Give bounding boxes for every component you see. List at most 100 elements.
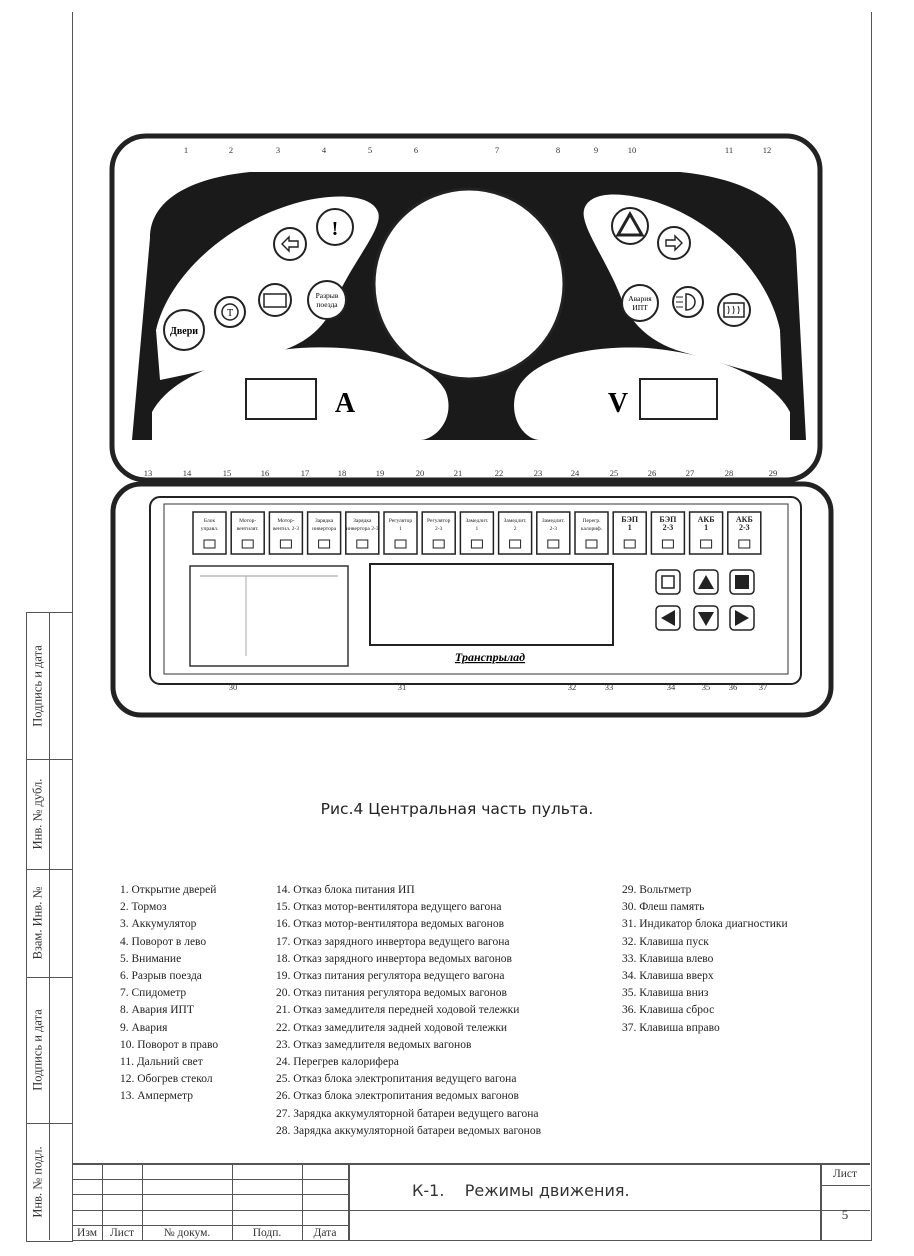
ipt-fault-label-2: ИПТ xyxy=(632,303,648,312)
legend-item: 1. Открытие дверей xyxy=(120,884,217,896)
indicator-label: БЭП xyxy=(659,515,677,524)
legend-item: 33. Клавиша влево xyxy=(622,952,714,965)
svg-text:T: T xyxy=(227,308,233,319)
legend-item: 29. Вольтметр xyxy=(622,884,692,896)
legend-item: 17. Отказ зарядного инвертора ведущего в… xyxy=(276,935,510,948)
train-break-label-2: поезда xyxy=(316,300,338,309)
callout-number: 34 xyxy=(667,682,676,692)
ammeter-display xyxy=(245,378,317,420)
voltmeter-label: V xyxy=(608,388,628,419)
reset-key[interactable] xyxy=(729,569,755,595)
callout-number: 26 xyxy=(648,468,657,478)
legend-item: 6. Разрыв поезда xyxy=(120,970,202,983)
callout-number: 14 xyxy=(183,468,192,478)
callout-number: 9 xyxy=(594,145,598,155)
doors-label: Двери xyxy=(170,326,198,337)
legend-item: 9. Авария xyxy=(120,1021,168,1034)
indicator-label: 1 xyxy=(704,523,708,532)
indicator-label: Перегр. xyxy=(583,518,602,524)
indicator-label: 2-3 xyxy=(550,526,558,532)
ipt-fault-label-1: Авария xyxy=(628,294,652,303)
start-key[interactable] xyxy=(655,569,681,595)
up-key[interactable] xyxy=(693,569,719,595)
fault-indicator: Перегр.калориф. xyxy=(574,511,609,555)
attention-icon: ! xyxy=(316,208,354,246)
callout-number: 32 xyxy=(568,682,577,692)
left-key[interactable] xyxy=(655,605,681,631)
callout-number: 30 xyxy=(229,682,238,692)
callout-number: 10 xyxy=(628,145,637,155)
legend-item: 28. Зарядка аккумуляторной батареи ведом… xyxy=(276,1124,542,1137)
figure-caption: Рис.4 Центральная часть пульта. xyxy=(320,800,594,818)
legend-item: 32. Клавиша пуск xyxy=(622,935,709,948)
legend-item: 27. Зарядка аккумуляторной батареи ведущ… xyxy=(276,1107,539,1120)
legend-item: 5. Внимание xyxy=(120,952,182,965)
speedometer-dial xyxy=(372,187,566,381)
indicator-label: инвертора 2-3 xyxy=(346,526,379,532)
callout-number: 15 xyxy=(223,468,232,478)
sheet-label: Лист xyxy=(832,1168,858,1180)
callout-number: 31 xyxy=(398,682,407,692)
col-signature: Подп. xyxy=(252,1227,282,1239)
indicator-label: 1 xyxy=(476,526,479,532)
doors-button[interactable]: Двери xyxy=(163,309,205,351)
indicator-label: вентилят. xyxy=(237,526,260,532)
high-beam-icon xyxy=(672,286,704,318)
indicator-label: 1 xyxy=(399,526,402,532)
legend-item: 25. Отказ блока электропитания ведущего … xyxy=(276,1073,517,1086)
upper-housing xyxy=(109,133,823,483)
callout-number: 17 xyxy=(301,468,310,478)
indicator-label: Регулятор xyxy=(427,518,451,524)
indicator-label: 2-3 xyxy=(739,523,750,532)
sheet-number: 5 xyxy=(841,1207,849,1222)
fault-indicator: Замедлит. 2-3 xyxy=(536,511,571,555)
legend-item: 30. Флеш память xyxy=(622,901,705,914)
callout-number: 24 xyxy=(571,468,580,478)
diagnostic-panel xyxy=(149,496,802,685)
drawing-frame xyxy=(72,12,872,1241)
brake-icon: T xyxy=(214,296,246,328)
indicator-label: калориф. xyxy=(581,525,603,532)
callout-number: 33 xyxy=(605,682,614,692)
indicator-label: Зарядка xyxy=(315,518,334,524)
legend-item: 26. Отказ блока электропитания ведомых в… xyxy=(276,1090,519,1103)
legend-item: 11. Дальний свет xyxy=(120,1056,203,1069)
lower-housing xyxy=(110,481,834,718)
callout-number: 23 xyxy=(534,468,543,478)
fault-indicator: Замедлит.2 xyxy=(497,511,533,555)
callout-number: 7 xyxy=(495,145,499,155)
fault-indicator-row: Блокуправл.Мотор-вентилят.Мотор-вентил. … xyxy=(192,511,762,555)
callout-number: 5 xyxy=(368,145,372,155)
callout-number: 8 xyxy=(556,145,560,155)
indicator-label: Мотор- xyxy=(239,518,256,524)
legend-item: 14. Отказ блока питания ИП xyxy=(276,884,415,896)
battery-icon xyxy=(258,283,292,317)
legend-item: 12. Обогрев стекол xyxy=(120,1073,213,1086)
callout-number: 16 xyxy=(261,468,270,478)
indicator-label: Зарядка xyxy=(353,518,372,524)
callout-number: 1 xyxy=(184,145,188,155)
indicator-label: БЭП xyxy=(621,515,639,524)
callout-number: 22 xyxy=(495,468,504,478)
down-key[interactable] xyxy=(693,605,719,631)
right-key[interactable] xyxy=(729,605,755,631)
callout-number: 4 xyxy=(322,145,327,155)
indicator-label: Замедлит. xyxy=(504,518,528,524)
callout-number: 12 xyxy=(763,145,772,155)
callout-number: 28 xyxy=(725,468,734,478)
indicator-label: Блок xyxy=(204,518,216,524)
legend-item: 8. Авария ИПТ xyxy=(120,1004,194,1017)
indicator-label: Замедлит. xyxy=(542,518,566,524)
legend-item: 36. Клавиша сброс xyxy=(622,1004,715,1017)
legend-item: 34. Клавиша вверх xyxy=(622,970,714,983)
legend-item: 24. Перегрев калорифера xyxy=(276,1056,399,1069)
indicator-label: 2-3 xyxy=(663,523,674,532)
